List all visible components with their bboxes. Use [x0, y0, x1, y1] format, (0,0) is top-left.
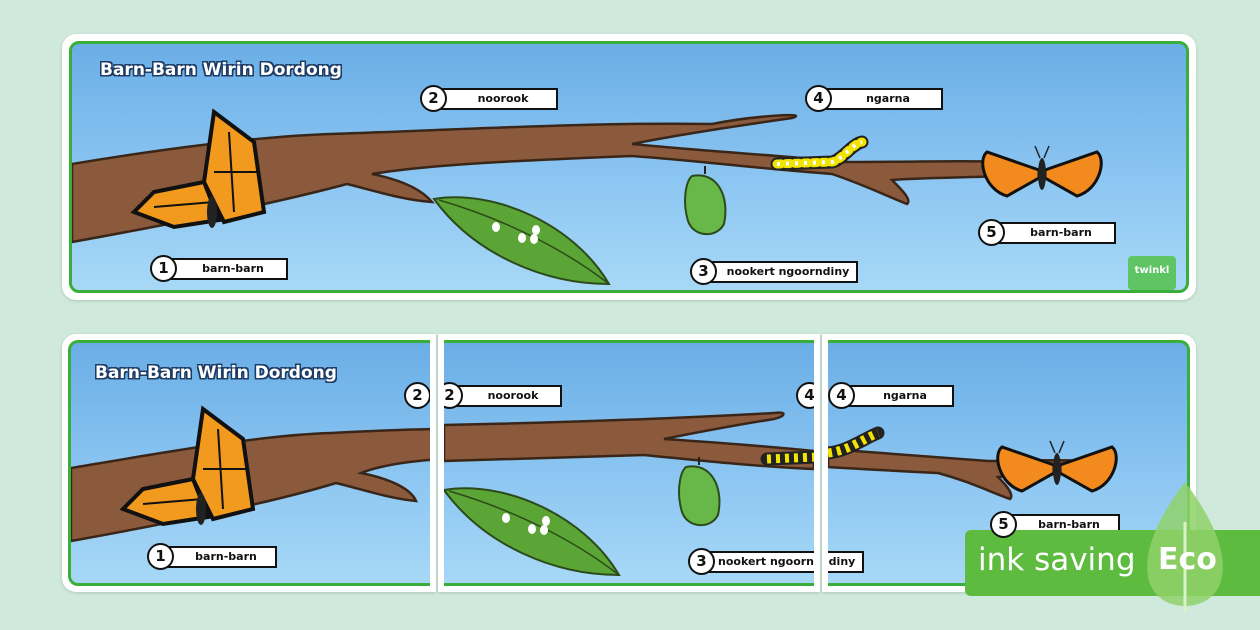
- stage-text-5: barn-barn: [996, 222, 1116, 244]
- stage-number-4: 4: [796, 382, 814, 409]
- stage-number-5: 5: [978, 219, 1005, 246]
- stage-label-1: 1 barn-barn: [150, 255, 290, 282]
- stage-number-3: 3: [688, 548, 715, 575]
- stage-number-3: 3: [690, 258, 717, 285]
- stage-number-1: 1: [150, 255, 177, 282]
- stage-number-2: 2: [404, 382, 430, 409]
- segment-2-scene: 2 noorook 3 nookert ngoorndiny 4: [444, 340, 814, 586]
- stage-text-1: barn-barn: [168, 258, 288, 280]
- chrysalis-icon: [678, 457, 721, 527]
- stage-label-4-edge: 4: [796, 382, 814, 409]
- stage-label-3: 3 nookert ngoorndiny: [688, 548, 814, 575]
- stage-number-4: 4: [828, 382, 855, 409]
- stage-number-5: 5: [990, 511, 1017, 538]
- stage-text-3-tail: diny: [828, 551, 864, 573]
- poster-segment-1: Barn-Barn Wirin Dordong 1 barn-barn 2: [62, 334, 436, 592]
- full-poster-panel: Barn-Barn Wirin Dordong: [62, 34, 1196, 300]
- stage-label-1: 1 barn-barn: [147, 543, 287, 570]
- caterpillar-icon: [770, 135, 869, 171]
- stage-text-1: barn-barn: [165, 546, 277, 568]
- branch-illustration: [444, 411, 814, 471]
- monarch-butterfly-open-wings-icon: [981, 145, 1103, 198]
- stage-label-3: 3 nookert ngoorndiny: [690, 258, 858, 285]
- segment-1-scene: Barn-Barn Wirin Dordong 1 barn-barn 2: [68, 340, 430, 586]
- stage-text-4: ngarna: [823, 88, 943, 110]
- stage-label-2: 2 noorook: [420, 85, 560, 112]
- stage-number-4: 4: [805, 85, 832, 112]
- stage-text-3: nookert ngoorndiny: [706, 551, 814, 573]
- monarch-butterfly-resting-icon: [119, 405, 256, 527]
- monarch-butterfly-resting-icon: [130, 108, 267, 230]
- branch-illustration: [72, 113, 1004, 244]
- stage-number-2: 2: [444, 382, 463, 409]
- stage-text-2: noorook: [438, 88, 558, 110]
- milkweed-leaf-with-eggs-icon: [432, 196, 611, 286]
- milkweed-leaf-with-eggs-icon: [444, 487, 621, 577]
- stage-text-2: noorook: [454, 385, 562, 407]
- poster-scene: Barn-Barn Wirin Dordong: [69, 41, 1189, 293]
- eco-word: Eco: [1158, 542, 1217, 577]
- stage-label-3-tail: diny: [828, 551, 870, 573]
- stage-label-2-edge: 2: [404, 382, 430, 409]
- twinkl-logo: twinkl: [1128, 256, 1176, 290]
- chrysalis-icon: [684, 166, 727, 236]
- stage-number-2: 2: [420, 85, 447, 112]
- caterpillar-icon: [828, 426, 885, 460]
- stage-number-1: 1: [147, 543, 174, 570]
- stage-label-4: 4 ngarna: [805, 85, 945, 112]
- caterpillar-icon: [760, 450, 814, 466]
- stage-label-2: 2 noorook: [444, 382, 566, 409]
- poster-title: Barn-Barn Wirin Dordong: [100, 60, 342, 80]
- stage-label-5: 5 barn-barn: [978, 219, 1118, 246]
- stage-text-3: nookert ngoorndiny: [708, 261, 858, 283]
- stage-label-4: 4 ngarna: [828, 382, 958, 409]
- stage-text-4: ngarna: [846, 385, 954, 407]
- segment-title: Barn-Barn Wirin Dordong: [95, 363, 337, 383]
- eco-leaf-icon: [1147, 482, 1223, 612]
- ink-saving-text: ink saving: [978, 542, 1136, 578]
- monarch-butterfly-open-wings-icon: [996, 440, 1118, 493]
- poster-segment-2: 2 noorook 3 nookert ngoorndiny 4: [438, 334, 820, 592]
